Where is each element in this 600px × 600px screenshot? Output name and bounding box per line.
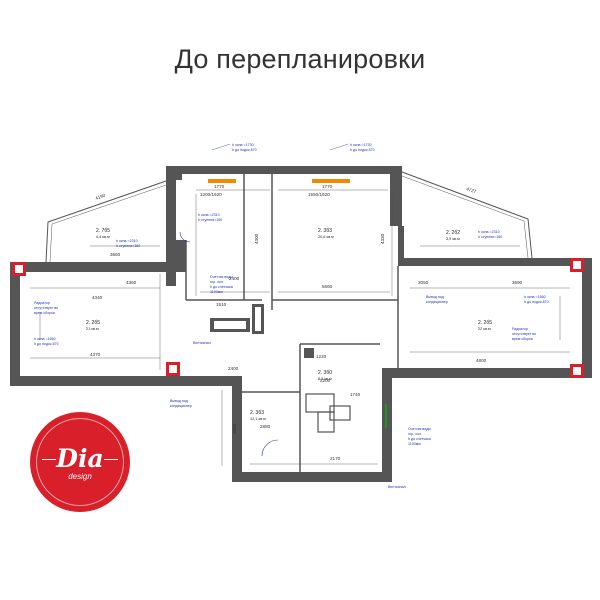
note-n26: отсутствует во [512, 332, 536, 336]
note-n11: Счетчик воды [210, 275, 233, 279]
dim-d17: 2400 [228, 366, 239, 371]
dim-d4: 1770 [322, 184, 333, 189]
note-n5: h окна =2310 [198, 213, 220, 217]
note-n2: h до подок.870 [232, 148, 257, 152]
dim-d15: 4330 [380, 233, 385, 244]
room-area-center: 8,9 кв.м [318, 377, 332, 381]
dim-d18: 2880 [260, 424, 271, 429]
room-area-hall: 12,1 кв.м [250, 417, 266, 421]
dim-d21: 1220 [316, 354, 327, 359]
note-n20: h до подок.870 [34, 342, 59, 346]
dim-d5: 2400 [229, 276, 240, 281]
door-arcs [179, 231, 279, 457]
note-n3: h окна =1730 [350, 143, 372, 147]
note-n34: Вентканал [388, 485, 406, 489]
note-n1: h окна =1730 [232, 143, 254, 147]
note-n33: 1100мм [408, 442, 421, 446]
dim-d22: 2200 [320, 378, 331, 383]
dim-d2: 4727 [466, 186, 478, 194]
note-n15: Вентканал [193, 341, 211, 345]
dia-design-logo: Dia design [30, 412, 130, 512]
dim-d7: 1200/1920 [200, 192, 222, 197]
dim-d19: 2170 [330, 456, 341, 461]
note-n12: гор. хол. [210, 280, 224, 284]
dim-d11: 4360 [126, 280, 137, 285]
note-n23: h окна =1660 [524, 295, 546, 299]
dimension-lines [30, 189, 570, 466]
note-n8: h ступени=160 [116, 244, 140, 248]
interior-walls [185, 174, 399, 472]
note-n31: гор. хол. [408, 432, 422, 436]
dimension-labels: 4190 4727 1770 1770 2400 1510 1200/1920 … [90, 184, 523, 461]
note-n29: кондиционер [170, 404, 192, 408]
windows [208, 179, 350, 183]
room-code-top: 2. 3б3 [318, 228, 332, 234]
room-code-center: 2. 3б0 [318, 370, 332, 376]
note-n13: h до счетчика [210, 285, 233, 289]
note-n4: h до подок.870 [350, 148, 375, 152]
note-n27: врем сборки [512, 337, 533, 341]
note-n22: кондиционер [426, 300, 448, 304]
note-n21: Вывод под [426, 295, 445, 299]
room-area-balcony-right: 3,9 кв.м [446, 237, 460, 241]
room-code-balcony-left: 2. 7б5 [96, 228, 110, 234]
note-n28: Вывод под [170, 399, 189, 403]
note-n19: h окна =1660 [34, 337, 56, 341]
column-markers [12, 258, 584, 378]
room-area-right: 22 кв.м [478, 327, 491, 331]
room-area-top: 20,6 кв.м [318, 235, 334, 239]
dim-d9: 3660 [110, 252, 121, 257]
logo-sub: design [68, 472, 92, 481]
room-area-balcony-left: 4,4 кв.м [96, 235, 110, 239]
dim-d20: 1740 [350, 392, 361, 397]
note-n14: 1100мм [210, 290, 223, 294]
dim-d24: 3050 [418, 280, 429, 285]
note-n25: Радиатор [512, 327, 528, 331]
room-code-left: 2. 2б5 [86, 320, 100, 326]
note-n10: h ступени=160 [478, 235, 502, 239]
balcony-left-outline [45, 180, 167, 263]
room-labels: 2. 7б5 4,4 кв.м 2. 3б3 20,6 кв.м 2. 2б2 … [86, 228, 492, 421]
page-title: До перепланировки [174, 44, 426, 74]
room-code-hall: 2. 3б3 [250, 410, 264, 416]
annotation-notes: h окна =1730 h до подок.870 h окна =1730… [34, 143, 549, 489]
dim-d6: 1510 [216, 302, 227, 307]
shaft-blocks [210, 304, 351, 433]
note-n9: h окна =2310 [478, 230, 500, 234]
note-n6: h ступени=150 [198, 218, 222, 222]
dim-d23: 4800 [476, 358, 487, 363]
room-code-balcony-right: 2. 2б2 [446, 230, 460, 236]
note-n7: h окна =2310 [116, 239, 138, 243]
logo-name: Dia [56, 444, 104, 473]
dim-d1: 4190 [95, 193, 107, 201]
note-n30: Счетчик воды [408, 427, 431, 431]
note-n18: врем сборки [34, 311, 55, 315]
dim-d12: 4370 [90, 352, 101, 357]
dim-d10: 4340 [92, 295, 103, 300]
note-n16: Радиатор [34, 301, 50, 305]
note-n32: h до счетчика [408, 437, 431, 441]
dim-d25: 3690 [512, 280, 523, 285]
note-n17: отсутствует во [34, 306, 58, 310]
note-n24: h до подок.870 [524, 300, 549, 304]
dim-d8: 1550/1920 [308, 192, 330, 197]
dim-d14: 4300 [254, 233, 259, 244]
balcony-right-outline [401, 171, 533, 259]
dim-d3: 1770 [214, 184, 225, 189]
dim-d16: 2690 [232, 423, 237, 434]
room-area-left: 21 кв.м [86, 327, 99, 331]
dim-d13: 5660 [322, 284, 333, 289]
room-code-right: 2. 2б5 [478, 320, 492, 326]
